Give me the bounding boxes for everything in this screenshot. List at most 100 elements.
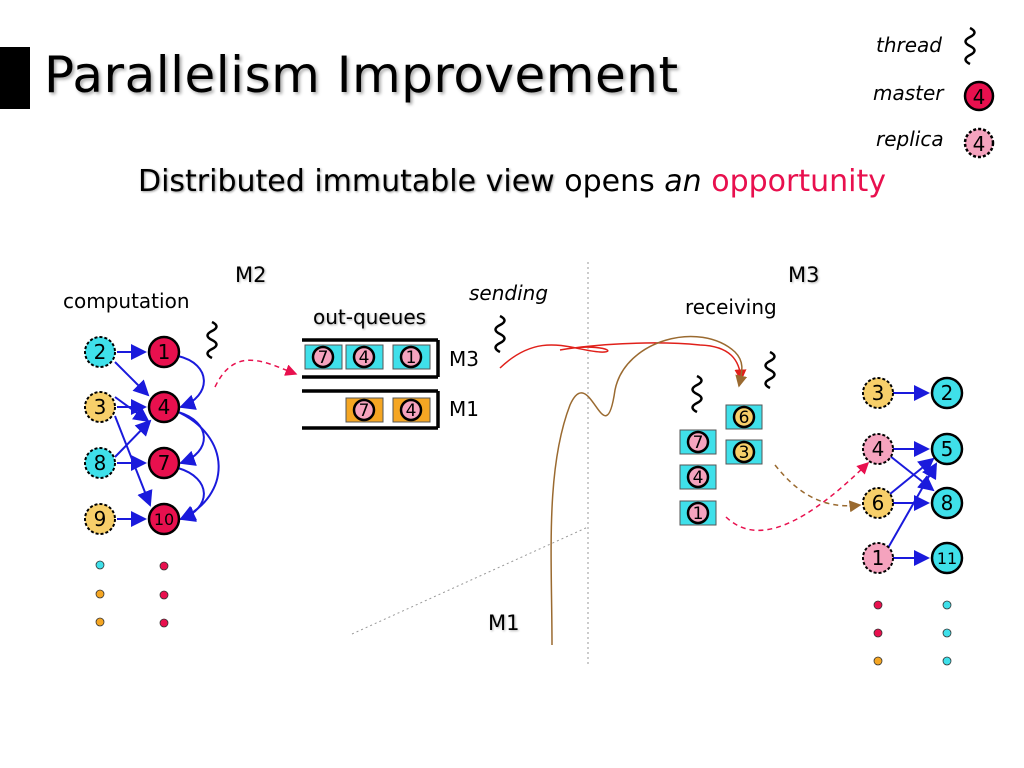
subtitle: Distributed immutable view opens an oppo… [0, 164, 1024, 199]
ellipsis-dot [95, 560, 105, 570]
m3-edge [887, 462, 937, 549]
m3-replica-node-number: 6 [872, 491, 885, 515]
m2-master-node: 4 [147, 390, 181, 424]
receiving-label: receiving [685, 295, 777, 319]
ellipsis-dot [159, 561, 169, 571]
ellipsis-dot [95, 589, 105, 599]
legend-replica-label: replica [876, 127, 944, 151]
m2-master-node: 7 [147, 446, 181, 480]
received-item-number: 1 [693, 504, 704, 524]
sending-label: sending [469, 281, 549, 305]
m2-master-node-number: 7 [158, 451, 171, 475]
received-item: 3 [732, 440, 756, 464]
ellipsis-dot [159, 590, 169, 600]
ellipsis-dot [159, 618, 169, 628]
m3-replica-node-number: 1 [872, 546, 885, 570]
receiving-thread-icon-right [764, 350, 776, 390]
apply-received-arrow-pink [725, 461, 870, 532]
m3-master-node-number: 2 [941, 381, 954, 405]
m2-replica-node: 2 [84, 336, 116, 368]
m2-master-node-number: 4 [158, 395, 171, 419]
m3-master-node-number: 5 [941, 437, 954, 461]
received-item-number: 3 [739, 443, 750, 463]
queue-m3-item-number: 7 [318, 348, 329, 368]
m2-edge [114, 396, 150, 423]
queue-m1-item: 4 [399, 398, 423, 422]
title-bar-accent [0, 47, 30, 109]
m2-edge [177, 355, 205, 410]
send-curve-from-m1 [550, 335, 748, 646]
computation-label: computation [63, 289, 190, 313]
apply-received-arrow-brown [774, 464, 862, 513]
queue-m1-item-number: 4 [406, 401, 417, 421]
m2-edge [114, 419, 152, 458]
sending-thread-icon [494, 314, 506, 354]
queue-m3-item-number: 4 [359, 348, 370, 368]
page-title: Parallelism Improvement [44, 46, 679, 104]
m2-replica-node: 8 [84, 447, 116, 479]
m3-master-node: 5 [930, 432, 964, 466]
ellipsis-dot [873, 600, 883, 610]
m2-replica-node: 3 [84, 391, 116, 423]
m3-replica-node: 3 [862, 377, 894, 409]
m3-edge [889, 455, 935, 492]
machine-label-m2: M2 [235, 263, 267, 287]
queue-m1-item: 7 [352, 398, 376, 422]
m3-replica-node: 4 [862, 433, 894, 465]
m3-replica-node: 1 [862, 542, 894, 574]
queue-m3-item: 4 [352, 345, 376, 369]
ellipsis-dot [873, 656, 883, 666]
ellipsis-dot [873, 628, 883, 638]
m3-replica-node-number: 4 [872, 437, 885, 461]
receiving-thread-icon-left [691, 374, 703, 414]
received-item-number: 7 [693, 433, 704, 453]
m2-master-node: 1 [147, 335, 181, 369]
machine-divider-diagonal [351, 526, 589, 635]
received-item-number: 6 [739, 408, 750, 428]
computation-thread-icon [206, 320, 218, 360]
m2-master-node-number: 1 [158, 340, 171, 364]
subtitle-part3: an [664, 164, 702, 199]
m2-edge [177, 467, 205, 522]
ellipsis-dot [942, 628, 952, 638]
machine-label-m1: M1 [488, 611, 520, 635]
ellipsis-dot [95, 617, 105, 627]
ellipsis-dot [942, 656, 952, 666]
received-item: 1 [686, 501, 710, 525]
legend-replica-number: 4 [973, 132, 986, 156]
m3-master-node-number: 11 [937, 549, 957, 568]
m2-edge [175, 410, 220, 521]
compute-to-queue-arrow [214, 359, 298, 388]
m3-master-node: 11 [930, 541, 964, 575]
queue-m3-item-number: 1 [406, 348, 417, 368]
subtitle-part2: opens [554, 164, 665, 199]
legend-master-number: 4 [973, 85, 986, 109]
m3-edge [889, 457, 935, 495]
m3-master-node-number: 8 [941, 491, 954, 515]
legend-replica-icon [963, 127, 995, 159]
received-item-number: 4 [693, 468, 704, 488]
subtitle-part1: Distributed immutable view [137, 164, 555, 199]
send-curve-to-m3 [499, 342, 747, 382]
received-item: 6 [732, 405, 756, 429]
m3-master-node: 8 [930, 486, 964, 520]
legend-thread-icon [964, 26, 976, 66]
m2-edge [114, 361, 150, 397]
m2-replica-node: 9 [84, 503, 116, 535]
m2-edge [114, 415, 153, 507]
ellipsis-dot [942, 600, 952, 610]
received-item: 7 [686, 430, 710, 454]
m2-replica-node-number: 8 [94, 451, 107, 475]
out-queues-label: out-queues [313, 305, 427, 329]
machine-label-m3: M3 [788, 263, 820, 287]
queue-m3-item: 7 [311, 345, 335, 369]
queue-m1-label: M1 [449, 397, 479, 421]
received-item: 4 [686, 465, 710, 489]
legend-thread-label: thread [876, 33, 942, 57]
subtitle-part4: opportunity [701, 164, 887, 199]
m2-replica-node-number: 3 [94, 395, 107, 419]
m2-replica-node-number: 2 [94, 340, 107, 364]
m3-replica-node-number: 3 [872, 381, 885, 405]
queue-m1-item-number: 7 [359, 401, 370, 421]
